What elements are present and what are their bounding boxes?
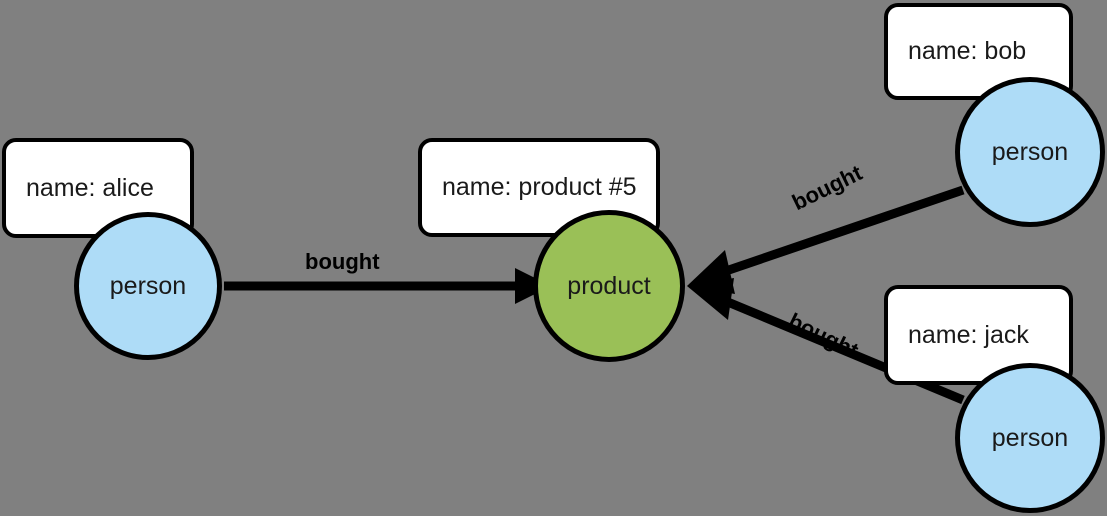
node-bob[interactable]: person xyxy=(955,77,1105,227)
property-text-bob: name: bob xyxy=(908,37,1027,65)
node-label-jack: person xyxy=(991,423,1069,452)
property-text-product5: name: product #5 xyxy=(442,173,637,201)
edge-alice-bought-product[interactable] xyxy=(224,268,551,304)
node-jack[interactable]: person xyxy=(955,363,1105,513)
node-label-bob: person xyxy=(991,137,1069,166)
node-product5[interactable]: product xyxy=(533,210,685,362)
edge-label-alice-bought-product: bought xyxy=(305,249,380,274)
edge-bob-bought-product[interactable] xyxy=(687,185,965,294)
node-label-alice: person xyxy=(109,271,187,300)
property-text-jack: name: jack xyxy=(908,320,1029,349)
node-alice[interactable]: person xyxy=(74,212,222,360)
property-box-alice[interactable]: name: alice xyxy=(2,138,194,238)
edge-line xyxy=(721,185,965,277)
node-label-product5: product xyxy=(567,271,651,300)
arrowhead-icon xyxy=(687,278,734,320)
property-text-alice: name: alice xyxy=(26,173,154,202)
